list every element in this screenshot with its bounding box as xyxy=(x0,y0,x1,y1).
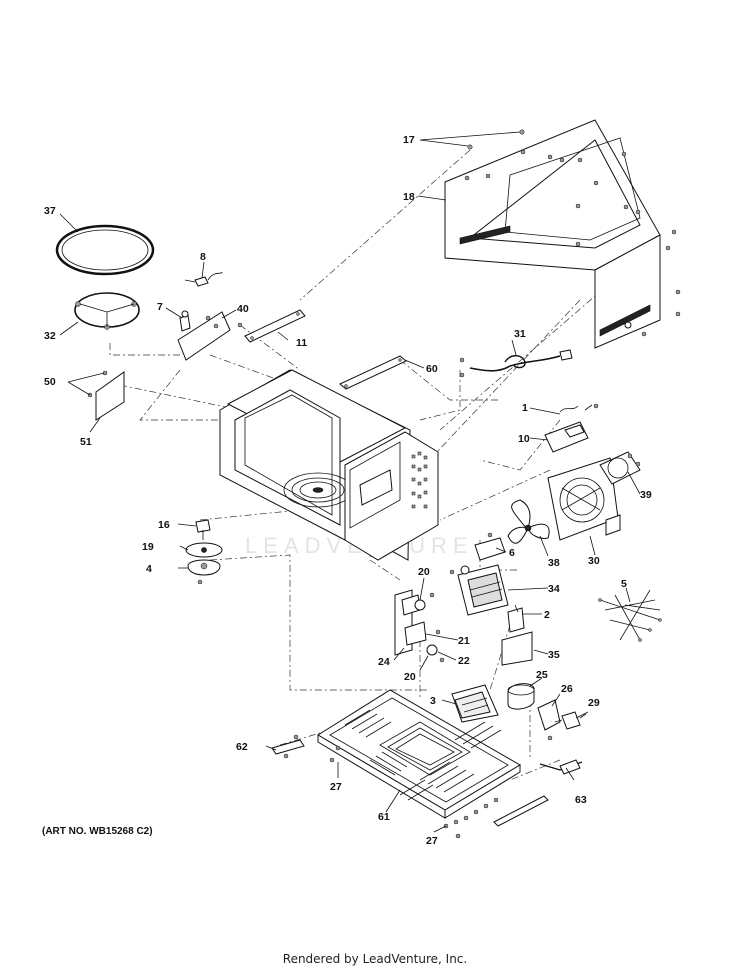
high-voltage-fuse xyxy=(501,604,533,666)
render-credit-footer: Rendered by LeadVenture, Inc. xyxy=(282,952,468,966)
fan-duct xyxy=(547,457,621,541)
callout-19: 19 xyxy=(142,541,154,553)
callout-27a: 27 xyxy=(330,781,342,793)
callout-7: 7 xyxy=(157,301,163,313)
callout-4: 4 xyxy=(146,563,152,575)
base-strip xyxy=(493,795,549,827)
callout-1: 1 xyxy=(522,402,528,414)
callout-22: 22 xyxy=(458,655,470,667)
thermal-cutoff xyxy=(544,403,599,453)
callout-16: 16 xyxy=(158,519,170,531)
callout-29: 29 xyxy=(588,697,600,709)
side-panel xyxy=(87,370,125,421)
callout-63: 63 xyxy=(575,794,587,806)
sensor-part xyxy=(184,271,223,287)
callout-38: 38 xyxy=(548,557,560,569)
vent-grille xyxy=(411,451,428,509)
power-cord xyxy=(459,349,573,378)
callout-50: 50 xyxy=(44,376,56,388)
callout-60: 60 xyxy=(426,363,438,375)
callout-34: 34 xyxy=(548,583,560,595)
callout-31: 31 xyxy=(514,328,526,340)
callout-27b: 27 xyxy=(426,835,438,847)
callout-8: 8 xyxy=(200,251,206,263)
callout-24: 24 xyxy=(378,656,390,668)
callout-21: 21 xyxy=(458,635,470,647)
callout-32: 32 xyxy=(44,330,56,342)
hv-diode xyxy=(554,711,587,730)
wire-harness xyxy=(598,589,662,642)
capacitor-bracket xyxy=(537,699,561,741)
fan-motor xyxy=(599,451,641,485)
callout-20b: 20 xyxy=(404,671,416,683)
base-bracket xyxy=(271,734,305,759)
callout-26: 26 xyxy=(561,683,573,695)
callout-35: 35 xyxy=(548,649,560,661)
callout-30: 30 xyxy=(588,555,600,567)
turntable-motor xyxy=(187,559,221,585)
outer-case xyxy=(444,119,661,349)
callout-11: 11 xyxy=(296,337,307,349)
switch-bracket xyxy=(177,310,243,361)
callout-3: 3 xyxy=(430,695,436,707)
top-bracket-60 xyxy=(339,355,407,390)
callout-labels: 17 18 37 8 7 40 32 11 31 60 50 1 51 10 3… xyxy=(44,134,652,847)
callout-2: 2 xyxy=(544,609,550,621)
callout-37: 37 xyxy=(44,205,56,217)
transformer xyxy=(451,684,499,723)
callout-40: 40 xyxy=(237,303,249,315)
oven-cavity xyxy=(219,369,439,561)
lamp-harness xyxy=(539,759,583,775)
callout-17: 17 xyxy=(403,134,415,146)
top-bracket-11 xyxy=(244,309,306,343)
base-screws xyxy=(329,745,499,839)
fan-blade xyxy=(507,499,550,544)
leader-lines xyxy=(59,131,641,833)
callout-39: 39 xyxy=(640,489,652,501)
callout-61: 61 xyxy=(378,811,390,823)
art-number-caption: (ART NO. WB15268 C2) xyxy=(42,826,153,837)
callout-6: 6 xyxy=(509,547,515,559)
callout-10: 10 xyxy=(518,433,530,445)
callout-5: 5 xyxy=(621,578,627,590)
roller-ring xyxy=(74,292,140,330)
capacitor xyxy=(507,683,535,710)
base-plate xyxy=(317,689,521,819)
callout-62: 62 xyxy=(236,741,248,753)
turntable-coupler xyxy=(195,519,211,540)
callout-18: 18 xyxy=(403,191,415,203)
turntable-shaft-plate xyxy=(185,542,223,558)
glass-turntable-tray xyxy=(55,224,155,276)
door-switch-assembly xyxy=(394,589,445,663)
callout-20a: 20 xyxy=(418,566,430,578)
callout-51: 51 xyxy=(80,436,92,448)
callout-25: 25 xyxy=(536,669,548,681)
case-screws xyxy=(464,129,681,337)
